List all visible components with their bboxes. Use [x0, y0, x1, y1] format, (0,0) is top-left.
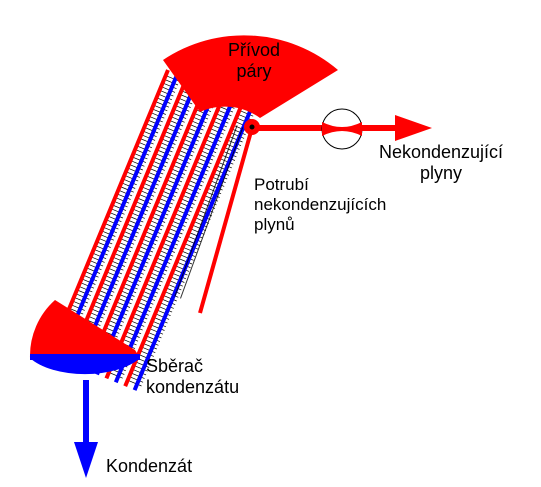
pipe-label-line2: nekondenzujících [254, 195, 387, 214]
steam-tube [85, 84, 208, 372]
collector-label-line2: kondenzátu [146, 377, 240, 397]
noncondensable-pipe-label: Potrubí nekondenzujících plynů [254, 175, 386, 235]
condensate-tube [113, 96, 236, 384]
steam-inlet-label: Přívod páry [222, 40, 286, 82]
steam-tube [66, 77, 189, 364]
collector-label-line1: Sběrač [146, 356, 204, 376]
valve [321, 108, 363, 150]
tube-bundle [48, 69, 255, 391]
steam-inlet-label-line2: páry [236, 61, 272, 81]
condensate-outlet-arrow [74, 380, 98, 478]
condensate-tube [95, 88, 217, 376]
pipe-label-line1: Potrubí [254, 175, 309, 194]
noncondensable-label-line2: plyny [419, 163, 463, 183]
noncondensable-label-line1: Nekondenzující [378, 142, 504, 162]
steam-tube [104, 92, 227, 380]
condensate-tube [57, 73, 180, 360]
condensate-collector [29, 300, 141, 375]
noncondensable-pipe [170, 119, 335, 314]
condensate-label: Kondenzát [106, 456, 193, 476]
steam-inlet-label-line1: Přívod [227, 40, 281, 60]
steam-inlet-header [163, 35, 338, 118]
noncondensable-gases-label: Nekondenzující plyny [366, 142, 516, 184]
steam-tube [48, 69, 170, 356]
noncondensable-outlet-arrow [360, 115, 432, 141]
condensate-tube [76, 80, 199, 368]
condensate-collector-label: Sběrač kondenzátu [146, 356, 239, 398]
pipe-label-line3: plynů [254, 215, 295, 234]
